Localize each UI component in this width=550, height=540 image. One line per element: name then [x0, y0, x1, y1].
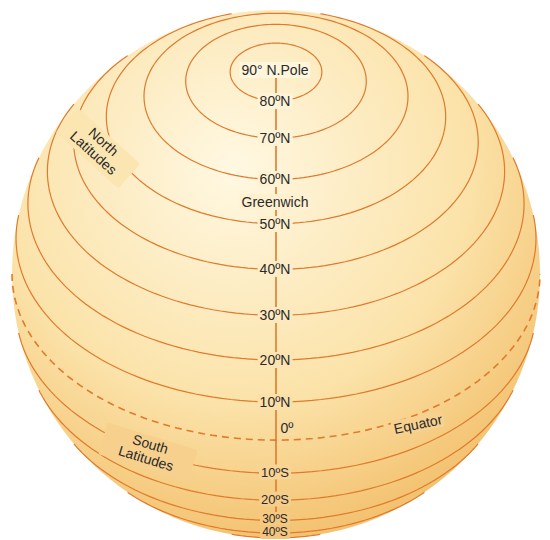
latitude-label: 70ºN — [258, 130, 293, 146]
latitude-label: 30ºS — [260, 512, 290, 526]
latitude-label: 40ºS — [260, 525, 290, 539]
latitude-label: 20ºN — [258, 352, 293, 368]
equator-value: 0º — [279, 420, 296, 436]
latitude-label: 20ºS — [259, 492, 291, 507]
globe-sphere — [12, 10, 540, 538]
pole-label: 90° N.Pole — [239, 62, 310, 78]
latitude-label: 10ºN — [258, 394, 293, 410]
latitude-label: 30ºN — [258, 307, 293, 323]
latitude-label: 50ºN — [258, 216, 293, 232]
meridian-label: Greenwich — [240, 194, 311, 210]
latitude-lines — [12, 13, 540, 538]
latitude-label: 80ºN — [258, 93, 293, 109]
latitude-label: 10ºS — [259, 465, 291, 480]
latitude-label: 60ºN — [258, 171, 293, 187]
latitude-label: 40ºN — [258, 261, 293, 277]
